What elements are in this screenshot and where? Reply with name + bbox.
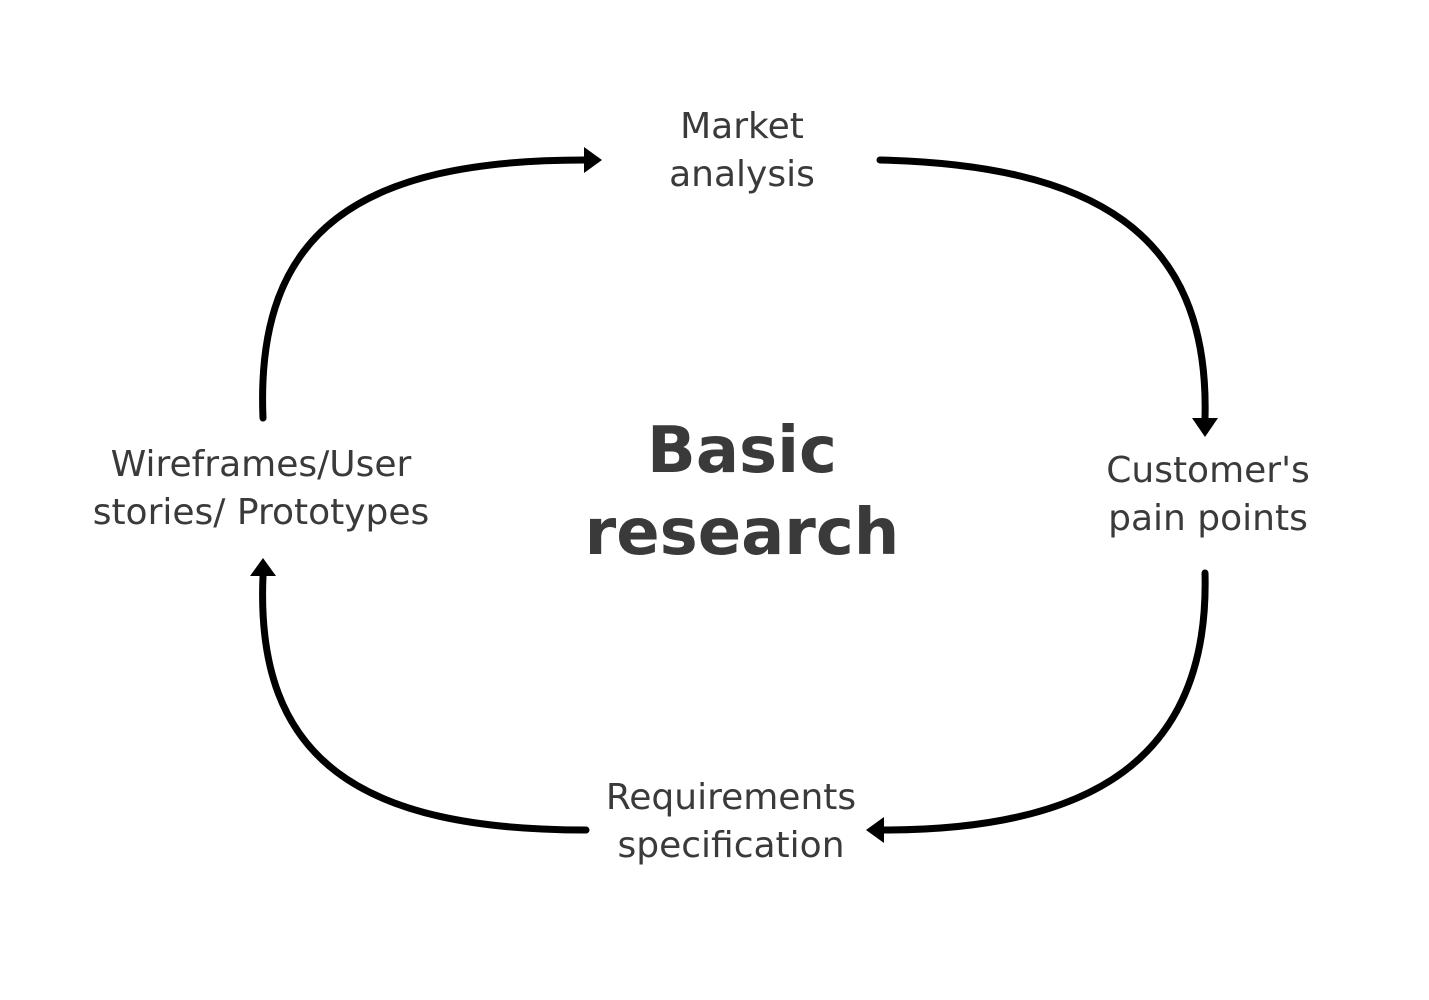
- node-wireframes-line2: stories/ Prototypes: [92, 492, 430, 533]
- node-requirements-specification: Requirements specification: [571, 774, 891, 870]
- center-title: Basic research: [540, 410, 944, 574]
- node-market-line1: Market: [680, 106, 804, 147]
- node-wireframes-prototypes: Wireframes/User stories/ Prototypes: [56, 441, 466, 537]
- node-pain-line1: Customer's: [1106, 450, 1310, 491]
- arrow-wireframes-to-market: [259, 147, 602, 422]
- node-pain-line2: pain points: [1108, 498, 1308, 539]
- node-requirements-line2: specification: [617, 825, 845, 866]
- arrow-market-to-pain: [876, 156, 1218, 437]
- node-market-line2: analysis: [669, 154, 815, 195]
- node-requirements-line1: Requirements: [605, 777, 857, 818]
- center-title-line1: Basic: [647, 414, 837, 488]
- center-title-line2: research: [584, 496, 900, 570]
- node-market-analysis: Market analysis: [602, 103, 882, 199]
- node-wireframes-line1: Wireframes/User: [110, 444, 412, 485]
- arrow-requirements-to-wireframes: [250, 558, 590, 834]
- node-customer-pain-points: Customer's pain points: [1068, 447, 1348, 543]
- arrow-pain-to-requirements: [866, 569, 1209, 843]
